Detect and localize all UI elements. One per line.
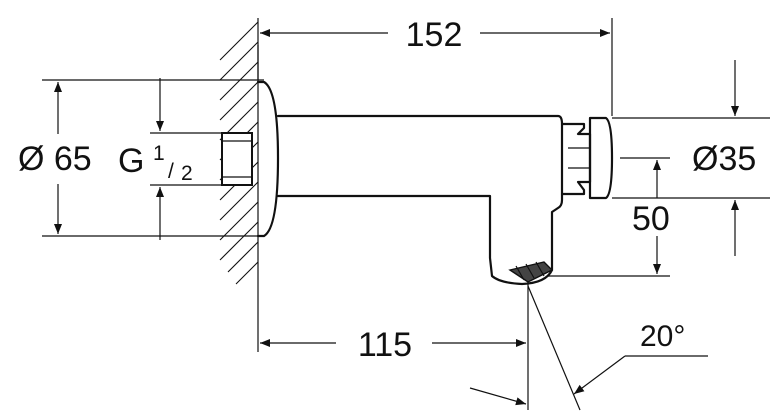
dim-50-label: 50 [632, 200, 670, 238]
thread-slash: / [168, 160, 174, 183]
angle-20-label: 20° [640, 320, 685, 353]
dim-35-label: Ø35 [692, 140, 756, 178]
rosette [256, 80, 280, 238]
spray-nozzle [508, 261, 554, 283]
thread-denominator: 2 [181, 162, 193, 185]
dimension-spray-angle [469, 285, 708, 411]
push-button [560, 116, 614, 200]
dim-152-label: 152 [406, 16, 463, 54]
dimension-rosette-diameter [42, 79, 264, 237]
dimension-overall-length [257, 18, 613, 116]
dimension-body-diameter [612, 60, 770, 256]
threaded-connector [221, 132, 253, 186]
dimension-outlet-reach [257, 270, 529, 410]
thread-g-label: G [118, 142, 144, 180]
valve-body [276, 114, 564, 286]
dim-65-label: Ø 65 [18, 140, 92, 178]
thread-numerator: 1 [153, 142, 165, 165]
dimension-outlet-drop [548, 157, 670, 277]
dim-115-label: 115 [358, 326, 412, 364]
dimension-thread [150, 78, 222, 240]
